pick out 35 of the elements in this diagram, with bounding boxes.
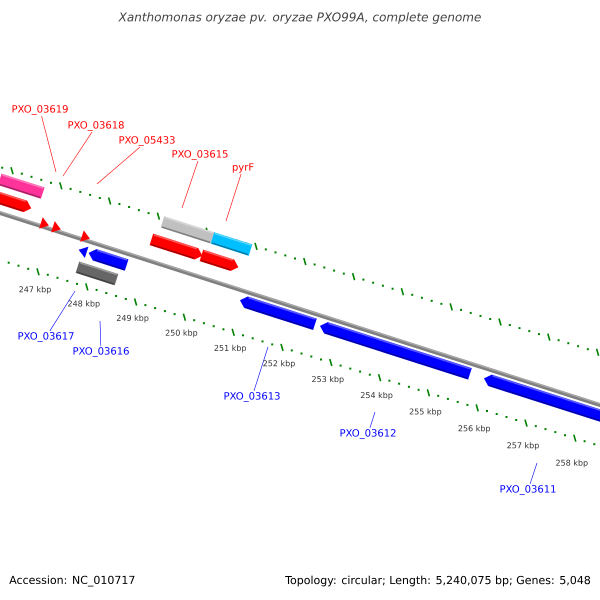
- gene-label: PXO_03613: [224, 392, 280, 402]
- gene-label: PXO_03615: [172, 150, 228, 160]
- tick-label: 253 kbp: [312, 376, 344, 384]
- tick-label: 258 kbp: [556, 460, 588, 468]
- accession-text: Accession: NC_010717: [9, 576, 134, 586]
- tick-label: 248 kbp: [68, 300, 100, 308]
- gene-label: PXO_03619: [12, 105, 68, 115]
- tick-label: 256 kbp: [458, 425, 490, 433]
- gene-label: PXO_03616: [74, 347, 129, 357]
- tick-label: 251 kbp: [214, 344, 246, 352]
- leader-line: [370, 412, 376, 428]
- genome-info-text: Topology: circular; Length: 5,240,075 bp; Genes: 5,048: [285, 576, 590, 586]
- title: Xanthomonas oryzae pv. oryzae PXO99A, complete genome: [118, 12, 481, 24]
- leader-line: [226, 174, 242, 222]
- leader-line: [96, 146, 140, 184]
- leader-line: [100, 320, 102, 346]
- leader-line: [254, 346, 268, 392]
- gene-label: pyrF: [232, 163, 254, 173]
- tick-label: 255 kbp: [410, 408, 442, 416]
- tick-label: 250 kbp: [166, 330, 198, 338]
- leader-line: [50, 290, 76, 332]
- leader-line: [62, 132, 92, 176]
- tick-label: 247 kbp: [19, 286, 51, 294]
- leader-line: [530, 462, 538, 484]
- tick-label: 249 kbp: [116, 314, 148, 322]
- leader-line: [182, 160, 198, 208]
- gene-label: PXO_03611: [500, 485, 556, 495]
- gene-label: PXO_03618: [68, 121, 124, 131]
- tick-label: 254 kbp: [360, 392, 392, 400]
- gene-label: PXO_03612: [340, 429, 396, 439]
- leader-line: [41, 116, 56, 172]
- gene-label: PXO_05433: [120, 136, 175, 146]
- tick-label: 257 kbp: [507, 442, 539, 450]
- gene-label: PXO_03617: [18, 332, 74, 342]
- tick-label: 252 kbp: [263, 360, 295, 368]
